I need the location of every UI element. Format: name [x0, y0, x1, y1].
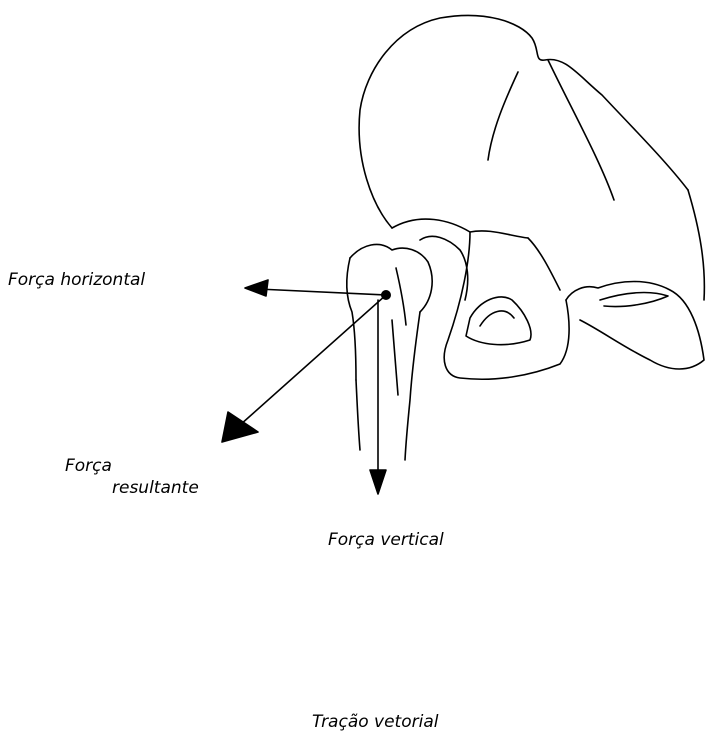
vertical-force-label: Força vertical [328, 530, 444, 550]
sacro-edge [528, 238, 560, 290]
resultant-force-arrow [240, 295, 386, 425]
resultant-arrowhead [222, 412, 258, 442]
obturator-foramen [466, 297, 531, 345]
horizontal-arrowhead [245, 280, 268, 296]
ischium-right [566, 282, 704, 370]
femur-shaft-left [356, 380, 360, 450]
acetabulum-joint [420, 236, 468, 300]
resultant-force-label-line1: Força [65, 456, 112, 476]
ischium-right-inner [600, 293, 668, 307]
obturator-inner [480, 311, 514, 326]
ilium-outline [359, 15, 688, 228]
femur-inner-line [392, 320, 398, 395]
ilium-inner-line [488, 72, 518, 160]
diagram-caption: Tração vetorial [312, 712, 438, 732]
femur-head [350, 244, 432, 312]
acetabulum-rim [392, 219, 528, 238]
horizontal-force-arrow [258, 289, 386, 295]
resultant-force-label-line2: resultante [112, 478, 199, 498]
ilium-curve [548, 60, 614, 200]
femur-neck [396, 268, 406, 325]
femur-shaft-right [405, 312, 420, 460]
iliac-ridge [688, 190, 704, 300]
vertical-arrowhead [370, 470, 386, 494]
trochanter [347, 258, 356, 380]
horizontal-force-label: Força horizontal [8, 270, 145, 290]
